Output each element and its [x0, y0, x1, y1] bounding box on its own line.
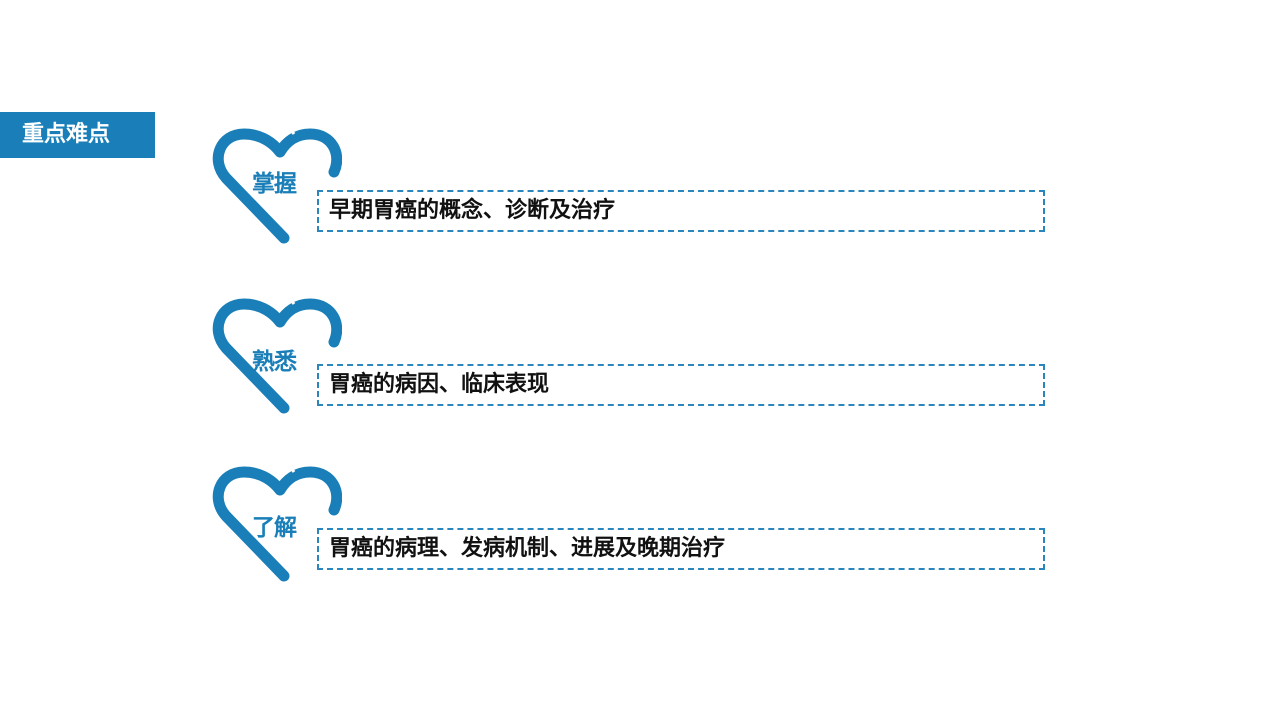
- content-text: 胃癌的病理、发病机制、进展及晚期治疗: [329, 536, 726, 561]
- level-label: 掌握: [252, 171, 297, 197]
- level-label: 了解: [252, 515, 297, 541]
- heart-outline-icon: [212, 466, 342, 582]
- heart-outline-icon: [212, 128, 342, 244]
- section-label: 重点难点: [0, 112, 155, 158]
- content-box: 早期胃癌的概念、诊断及治疗: [317, 190, 1045, 232]
- key-point-item-familiar: 熟悉 胃癌的病因、临床表现: [212, 298, 1052, 418]
- content-text: 早期胃癌的概念、诊断及治疗: [329, 198, 616, 223]
- level-label: 熟悉: [252, 349, 297, 375]
- content-box: 胃癌的病理、发病机制、进展及晚期治疗: [317, 528, 1045, 570]
- content-text: 胃癌的病因、临床表现: [329, 372, 550, 397]
- heart-outline-icon: [212, 298, 342, 414]
- content-box: 胃癌的病因、临床表现: [317, 364, 1045, 406]
- key-point-item-understand: 了解 胃癌的病理、发病机制、进展及晚期治疗: [212, 466, 1052, 586]
- key-point-item-master: 掌握 早期胃癌的概念、诊断及治疗: [212, 128, 1052, 248]
